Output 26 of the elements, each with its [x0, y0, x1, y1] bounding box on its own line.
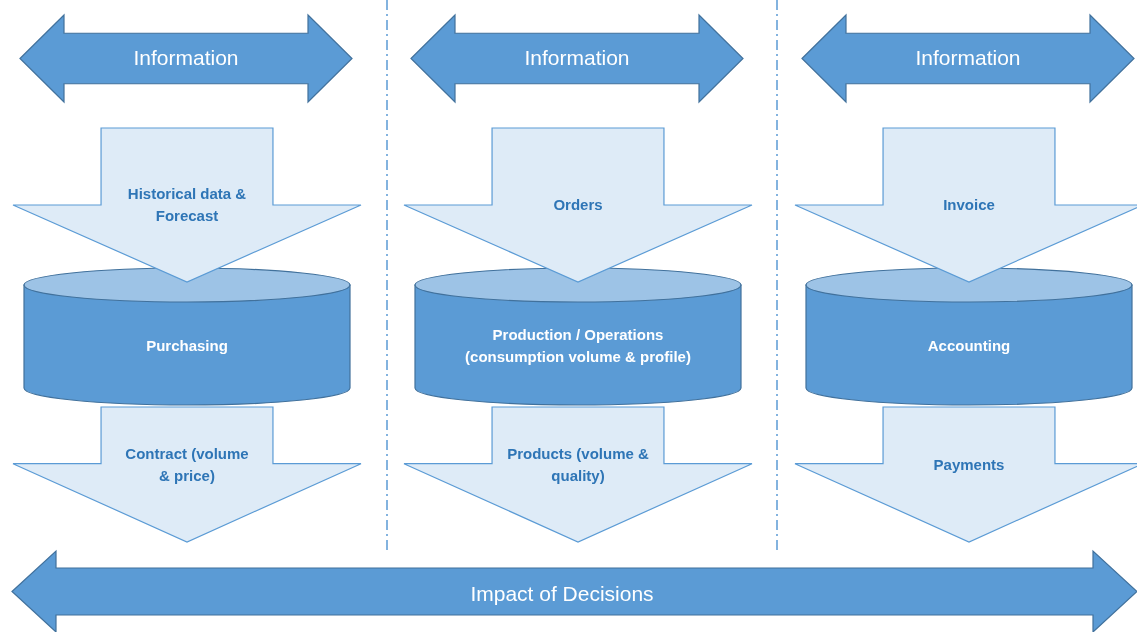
down-arrow [403, 127, 753, 283]
down-arrow [403, 406, 753, 543]
shape-label: Production / Operations (consumption volume & profile) [464, 325, 692, 367]
edge-label: Contract (volume & price) [124, 444, 250, 486]
down-arrow [794, 406, 1137, 543]
shape-label: Impact of Decisions [469, 580, 655, 607]
edge-label: Orders [552, 195, 604, 216]
shape-label: Information [914, 44, 1022, 71]
shape-label: Accounting [926, 336, 1012, 357]
cylinder [415, 268, 741, 405]
down-arrow [794, 127, 1137, 283]
shape-label: Information [132, 44, 240, 71]
double-arrow [411, 15, 743, 102]
double-arrow [802, 15, 1134, 102]
edge-label: Invoice [942, 195, 996, 216]
edge-label: Products (volume & quality) [507, 444, 649, 486]
cylinder [806, 268, 1132, 405]
double-arrow [12, 551, 1137, 632]
shape-label: Information [523, 44, 631, 71]
cylinder [24, 268, 350, 405]
down-arrow [12, 127, 362, 283]
double-arrow [20, 15, 352, 102]
edge-label: Historical data & Forecast [127, 184, 247, 226]
shape-label: Purchasing [145, 336, 229, 357]
edge-label: Payments [932, 455, 1006, 476]
down-arrow [12, 406, 362, 543]
